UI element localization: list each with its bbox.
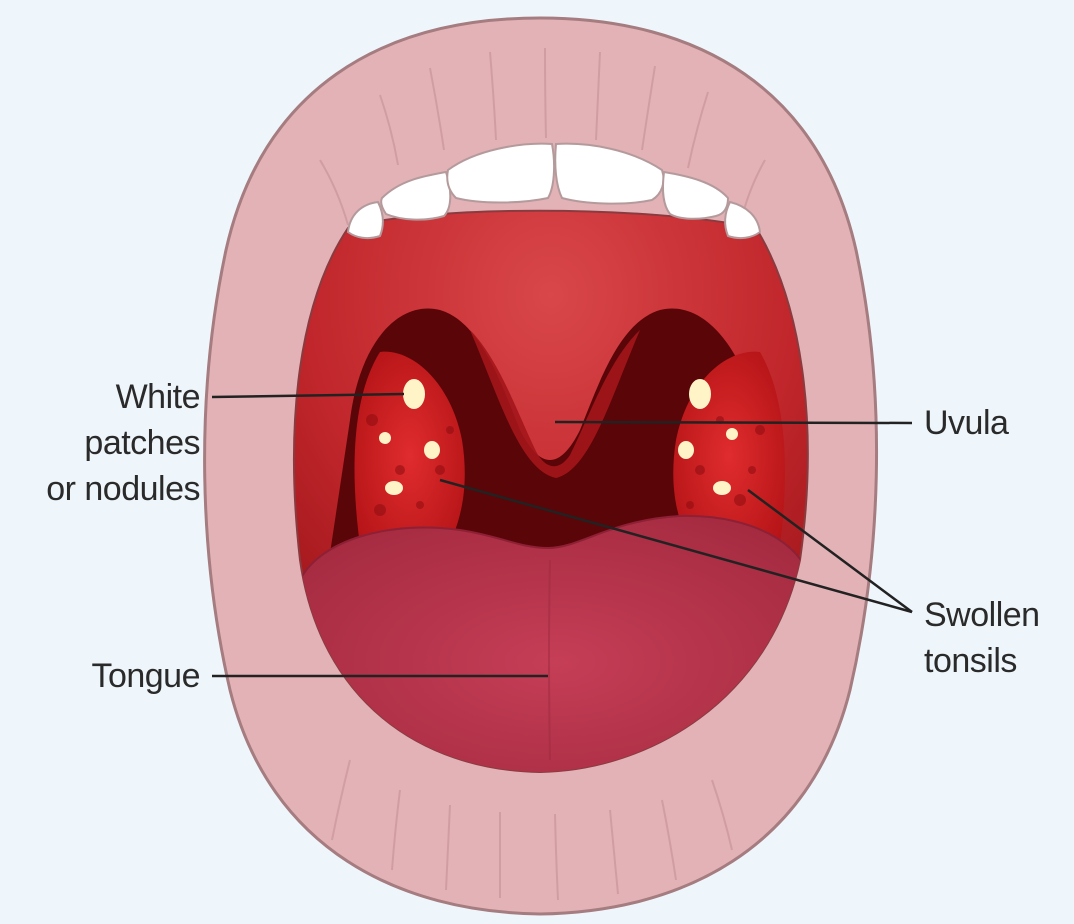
label-tongue: Tongue [91, 653, 200, 699]
label-uvula-text: Uvula [924, 400, 1008, 446]
label-swollen-tonsils-line1: Swollen [924, 592, 1040, 638]
label-swollen-tonsils: Swollen tonsils [924, 592, 1040, 684]
leader-uvula [555, 422, 912, 423]
label-white-patches-line1: White [46, 374, 200, 420]
label-white-patches-line3: or nodules [46, 466, 200, 512]
tongue-midline [549, 560, 550, 760]
label-tongue-text: Tongue [91, 653, 200, 699]
label-white-patches-line2: patches [46, 420, 200, 466]
label-swollen-tonsils-line2: tonsils [924, 638, 1040, 684]
label-uvula: Uvula [924, 400, 1008, 446]
label-white-patches: White patches or nodules [46, 374, 200, 512]
